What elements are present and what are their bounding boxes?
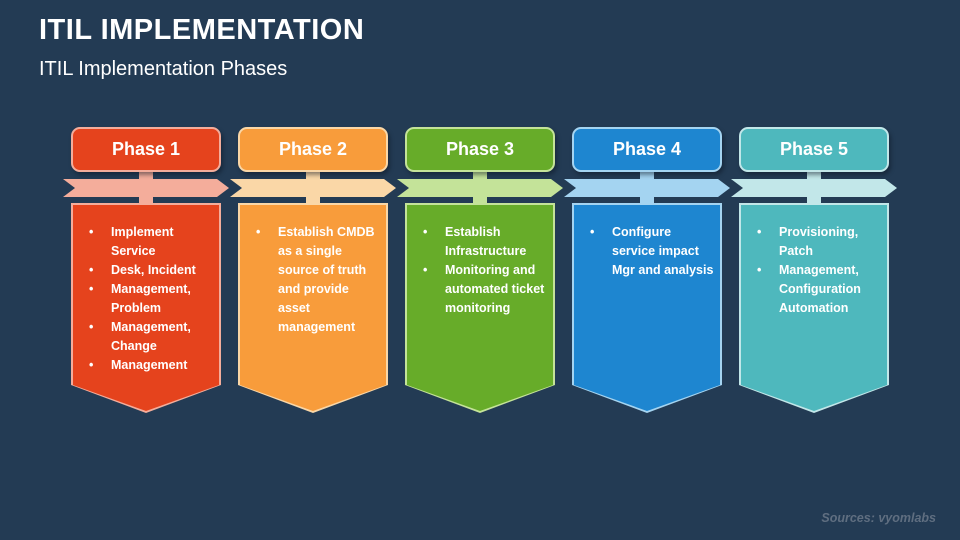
bullet-text: Monitoring and automated ticket monitori… — [445, 263, 545, 315]
bullet-dot-icon: • — [89, 358, 94, 372]
bullet-item: • Management, Configuration Automation — [753, 261, 881, 318]
bullet-text: Implement Service — [111, 225, 174, 258]
bullet-text: Desk, Incident — [111, 263, 196, 277]
bullet-text: Provisioning, Patch — [779, 225, 859, 258]
bullet-item: • Desk, Incident — [85, 261, 213, 280]
connector-chevron-band-icon — [731, 179, 897, 197]
phase-cards-row: Phase 1 • Implement Service • Desk, Inciden… — [71, 127, 889, 413]
phase-card: Phase 4 • Configure service impact Mgr an… — [572, 127, 722, 413]
phase-label: Phase 1 — [111, 139, 181, 159]
phase-header: Phase 4 — [572, 127, 722, 172]
phase-connector — [739, 169, 889, 206]
slide-subtitle: ITIL Implementation Phases — [39, 58, 288, 80]
bullet-item: • Establish CMDB as a single source of tr… — [252, 223, 380, 337]
phase-label: Phase 5 — [779, 139, 849, 159]
bullet-item: • Monitoring and automated ticket monitor… — [419, 261, 547, 318]
bullet-text: Management, Configuration Automation — [779, 263, 861, 315]
phase-label: Phase 4 — [612, 139, 682, 159]
bullet-text: Management, Problem — [111, 282, 191, 315]
bullet-dot-icon: • — [89, 320, 94, 334]
bullet-item: • Management — [85, 356, 213, 375]
phase-body: • Configure service impact Mgr and analys… — [572, 203, 722, 413]
phase-card: Phase 3 • Establish Infrastructure • Monito… — [405, 127, 555, 413]
phase-bullet-list: • Establish CMDB as a single source of tr… — [240, 205, 386, 337]
phase-card: Phase 2 • Establish CMDB as a single sour… — [238, 127, 388, 413]
bullet-dot-icon: • — [256, 225, 261, 239]
connector-chevron-band-icon — [397, 179, 563, 197]
phase-body: • Establish CMDB as a single source of tr… — [238, 203, 388, 413]
connector-chevron-band-icon — [63, 179, 229, 197]
phase-connector — [572, 169, 722, 206]
phase-connector — [238, 169, 388, 206]
phase-label: Phase 2 — [278, 139, 348, 159]
bullet-item: • Configure service impact Mgr and analys… — [586, 223, 714, 280]
bullet-dot-icon: • — [423, 225, 428, 239]
bullet-text: Establish CMDB as a single source of tru… — [278, 225, 375, 334]
phase-body-fill: • Establish Infrastructure • Monitoring and… — [407, 205, 553, 411]
phase-header: Phase 5 — [739, 127, 889, 172]
bullet-dot-icon: • — [757, 225, 762, 239]
connector-chevron-band-icon — [564, 179, 730, 197]
phase-bullet-list: • Provisioning, Patch • Management, Configu… — [741, 205, 887, 318]
phase-header: Phase 1 — [71, 127, 221, 172]
bullet-item: • Implement Service — [85, 223, 213, 261]
phase-card: Phase 1 • Implement Service • Desk, Inciden… — [71, 127, 221, 413]
slide-title: ITIL IMPLEMENTATION — [39, 14, 365, 46]
bullet-item: • Management, Change — [85, 318, 213, 356]
bullet-item: • Management, Problem — [85, 280, 213, 318]
bullet-text: Management — [111, 358, 188, 372]
bullet-dot-icon: • — [423, 263, 428, 277]
phase-bullet-list: • Configure service impact Mgr and analys… — [574, 205, 720, 280]
phase-body: • Implement Service • Desk, Incident • Manage… — [71, 203, 221, 413]
bullet-text: Management, Change — [111, 320, 191, 353]
phase-bullet-list: • Establish Infrastructure • Monitoring and… — [407, 205, 553, 318]
bullet-dot-icon: • — [89, 225, 94, 239]
phase-body-fill: • Implement Service • Desk, Incident • Manage… — [73, 205, 219, 411]
phase-body: • Establish Infrastructure • Monitoring and… — [405, 203, 555, 413]
phase-body: • Provisioning, Patch • Management, Configu… — [739, 203, 889, 413]
phase-body-fill: • Configure service impact Mgr and analys… — [574, 205, 720, 411]
bullet-item: • Provisioning, Patch — [753, 223, 881, 261]
phase-card: Phase 5 • Provisioning, Patch • Management,… — [739, 127, 889, 413]
bullet-text: Establish Infrastructure — [445, 225, 527, 258]
bullet-dot-icon: • — [757, 263, 762, 277]
phase-header: Phase 3 — [405, 127, 555, 172]
bullet-dot-icon: • — [89, 263, 94, 277]
bullet-text: Configure service impact Mgr and analysi… — [612, 225, 714, 277]
source-credit: Sources: vyomlabs — [821, 511, 936, 525]
connector-chevron-band-icon — [230, 179, 396, 197]
phase-body-fill: • Provisioning, Patch • Management, Configu… — [741, 205, 887, 411]
phase-connector — [405, 169, 555, 206]
phase-connector — [71, 169, 221, 206]
bullet-dot-icon: • — [590, 225, 595, 239]
bullet-item: • Establish Infrastructure — [419, 223, 547, 261]
phase-bullet-list: • Implement Service • Desk, Incident • Manage… — [73, 205, 219, 375]
phase-header: Phase 2 — [238, 127, 388, 172]
phase-label: Phase 3 — [445, 139, 515, 159]
bullet-dot-icon: • — [89, 282, 94, 296]
phase-body-fill: • Establish CMDB as a single source of tr… — [240, 205, 386, 411]
